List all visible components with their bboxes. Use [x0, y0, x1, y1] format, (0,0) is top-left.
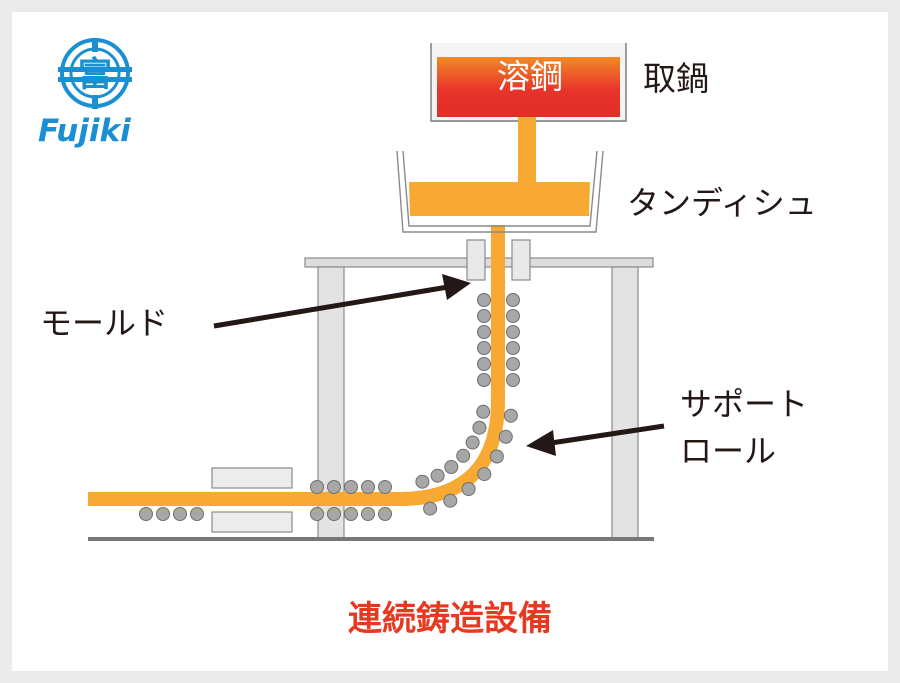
support-roll — [506, 293, 520, 307]
support-roll-label-line1: サポート — [680, 385, 809, 423]
diagram-frame — [12, 12, 888, 671]
guide-plates — [211, 467, 293, 533]
support-roll — [477, 357, 491, 371]
support-roll — [156, 507, 170, 521]
support-roll — [139, 507, 153, 521]
support-roll-label-line2: ロール — [680, 432, 777, 470]
support-roll — [310, 507, 324, 521]
mold-label: モールド — [40, 304, 169, 342]
support-roll — [489, 449, 504, 464]
support-roll — [423, 501, 438, 516]
support-roll — [506, 357, 520, 371]
support-rolls — [139, 293, 520, 521]
support-roll — [506, 309, 520, 323]
mold — [466, 239, 531, 281]
logo-brand-text: Fujiki — [38, 113, 131, 149]
support-roll — [173, 507, 187, 521]
support-roll — [503, 408, 518, 423]
ladle — [430, 43, 627, 122]
support-roll — [327, 507, 341, 521]
tundish-label: タンディシュ — [627, 184, 817, 222]
roll-arrow-line — [550, 423, 665, 446]
support-roll — [477, 325, 491, 339]
support-roll — [477, 341, 491, 355]
support-roll — [378, 507, 392, 521]
fujiki-logo-mark: 富 — [58, 38, 132, 109]
support-roll — [378, 480, 392, 494]
support-roll — [190, 507, 204, 521]
support-roll — [476, 404, 491, 419]
support-roll — [477, 467, 492, 482]
support-roll — [361, 507, 375, 521]
support-roll — [477, 293, 491, 307]
roll-arrow-head — [526, 430, 556, 456]
support-roll — [327, 480, 341, 494]
support-roll — [465, 435, 480, 450]
support-roll — [461, 482, 476, 496]
support-roll — [477, 309, 491, 323]
steel-strand — [88, 225, 505, 506]
support-roll — [430, 468, 445, 483]
support-roll — [506, 341, 520, 355]
mold-arrow-line — [213, 284, 449, 329]
support-roll — [415, 474, 430, 489]
support-roll — [443, 493, 458, 508]
support-roll — [506, 325, 520, 339]
support-roll — [310, 480, 324, 494]
mold-arrow-head — [442, 274, 471, 300]
support-roll — [344, 480, 358, 494]
molten-steel-label: 溶鋼 — [497, 57, 563, 96]
logo-mark-char: 富 — [78, 55, 112, 95]
support-roll — [472, 420, 487, 435]
support-roll — [506, 373, 520, 387]
tundish — [396, 150, 604, 233]
diagram-caption: 連続鋳造設備 — [348, 599, 552, 639]
support-roll — [456, 448, 471, 463]
pour-stream — [518, 117, 536, 185]
support-roll — [477, 373, 491, 387]
ladle-label: 取鍋 — [643, 59, 709, 98]
arrows — [213, 274, 665, 456]
support-roll — [344, 507, 358, 521]
support-roll — [361, 480, 375, 494]
support-roll — [444, 460, 459, 474]
support-roll — [498, 429, 513, 444]
